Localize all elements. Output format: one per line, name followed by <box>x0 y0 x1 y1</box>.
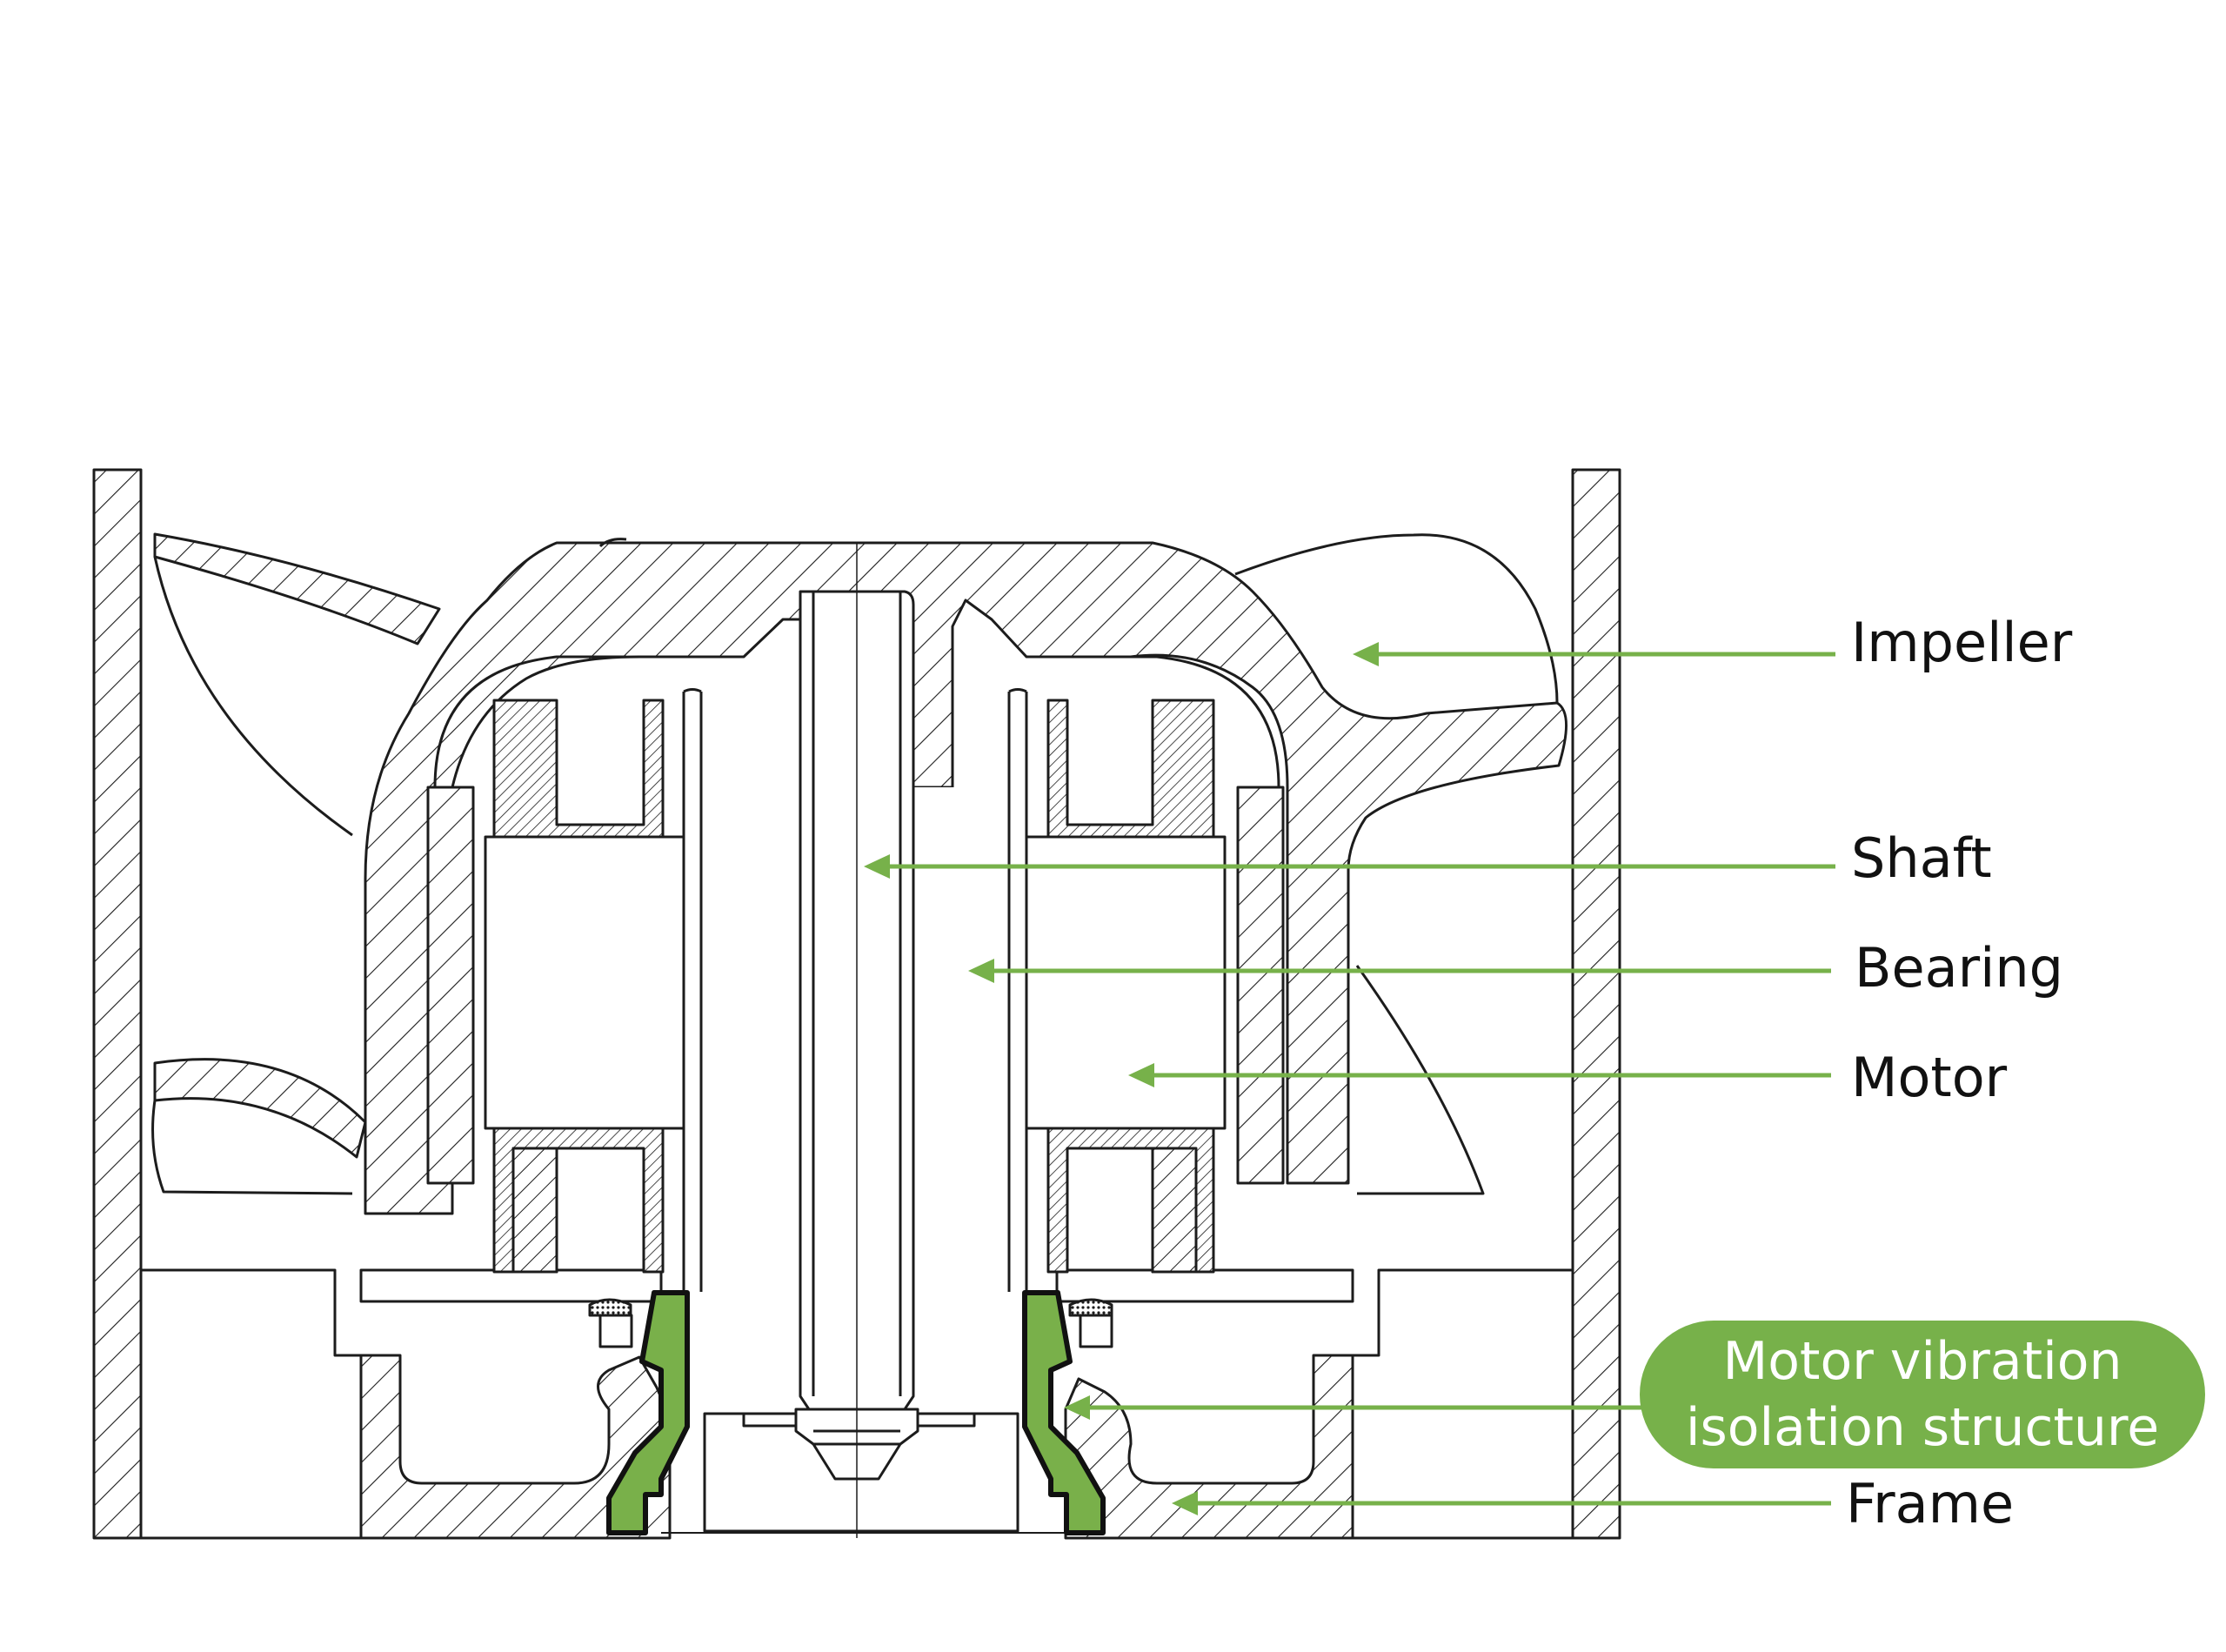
impeller-label: Impeller <box>1851 611 2073 674</box>
impeller-blade-lower-left <box>153 1058 367 1159</box>
right-housing-wall <box>1571 468 1621 1540</box>
mounting-plate-left <box>359 1268 663 1303</box>
frame-label: Frame <box>1846 1472 2015 1535</box>
motor-arrowhead <box>1128 1063 1154 1087</box>
bearing-label: Bearing <box>1855 936 2064 1000</box>
isolation-damper-left <box>606 1290 690 1535</box>
left-housing-wall <box>92 468 143 1540</box>
shaft-arrowhead <box>864 854 890 879</box>
motor-stator-right <box>1025 835 1227 1130</box>
isolation-label-line2: isolation structure <box>1685 1397 2160 1458</box>
motor-label: Motor <box>1851 1046 2008 1109</box>
impeller <box>364 541 1568 1215</box>
mounting-plate-right <box>1055 1268 1354 1303</box>
stator-winding-top-right <box>1046 699 1215 839</box>
frame-arrowhead <box>1172 1491 1198 1515</box>
impeller-blade-upper-left <box>153 532 441 645</box>
isolation-structure-callout: Motor vibration isolation structure <box>1640 1321 2205 1468</box>
motor-stator-left <box>484 835 685 1130</box>
isolation-label-line1: Motor vibration <box>1722 1331 2122 1392</box>
frame-outline <box>139 1268 363 1540</box>
stator-winding-top-left <box>492 699 665 839</box>
isolation-arrowhead <box>1064 1395 1090 1420</box>
isolation-damper-right <box>1022 1290 1106 1535</box>
shaft-label: Shaft <box>1851 826 1992 890</box>
frame <box>359 1354 672 1540</box>
rotor-magnet-left <box>426 786 475 1185</box>
rotor-magnet-right <box>1236 786 1285 1185</box>
bearing-arrowhead <box>968 959 994 983</box>
impeller-arrowhead <box>1353 642 1379 666</box>
